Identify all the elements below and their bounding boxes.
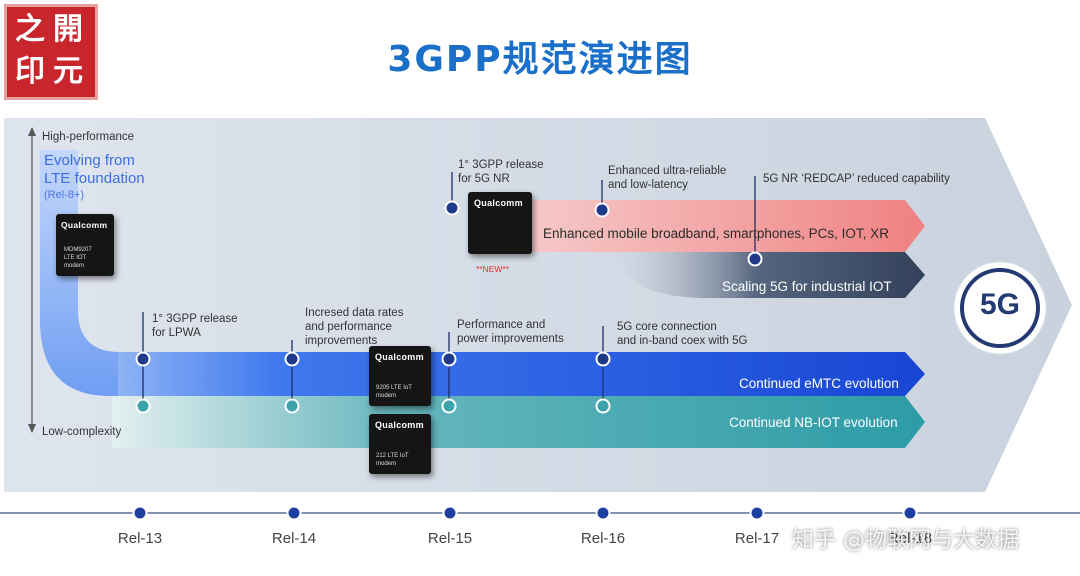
evolving-heading: Evolving from LTE foundation xyxy=(44,152,145,188)
emtc-band-arrow xyxy=(118,352,925,396)
watermark: 知乎 @物联网与大数据 xyxy=(792,528,1019,553)
chip-text: 212 LTE IoT xyxy=(376,453,409,459)
chip-text: 9205 LTE IoT xyxy=(376,385,412,391)
note-line: 5G core connection xyxy=(617,321,717,333)
chip-text: MDM9207 xyxy=(64,247,92,253)
band-industrial-label: Scaling 5G for industrial IOT xyxy=(722,279,892,294)
timeline-label: Rel-16 xyxy=(580,530,626,547)
chip-brand: Qualcomm xyxy=(61,220,108,230)
stamp-char: 元 xyxy=(53,54,83,89)
band-embb-label: Enhanced mobile broadband, smartphones, … xyxy=(543,226,889,241)
timeline-label: Rel-14 xyxy=(271,530,317,547)
axis-label-low: Low-complexity xyxy=(42,426,122,438)
note-rel16-low: 5G core connection and in-band coex with… xyxy=(617,320,747,348)
note-line: Enhanced ultra-reliable xyxy=(608,165,727,177)
note-line: 1° 3GPP release xyxy=(458,159,544,171)
note-rel17-redcap: 5G NR ‘REDCAP’ reduced capability xyxy=(763,173,950,185)
timeline-label: Rel-15 xyxy=(427,530,473,547)
band-nbiot-label: Continued NB-IOT evolution xyxy=(729,415,898,430)
chip-text: modem xyxy=(64,263,85,269)
note-rel15-nr: 1° 3GPP release for 5G NR xyxy=(458,158,544,186)
chip-5g-nr: Qualcomm xyxy=(468,192,532,254)
note-rel14: Incresed data rates and performance impr… xyxy=(305,306,403,348)
note-line: Performance and xyxy=(457,319,546,331)
chip-text: LTE IOT xyxy=(64,255,87,261)
evolving-line: LTE foundation xyxy=(44,170,145,187)
note-line: 1° 3GPP release xyxy=(152,313,238,325)
band-emtc-label: Continued eMTC evolution xyxy=(739,376,899,391)
note-rel13-lpwa: 1° 3GPP release for LPWA xyxy=(152,312,238,340)
timeline-label: Rel-17 xyxy=(734,530,780,547)
evolving-sub: (Rel-8+) xyxy=(44,189,85,201)
embb-band-arrow xyxy=(530,200,925,252)
new-tag: **NEW** xyxy=(476,264,510,274)
chip-text: modem xyxy=(376,393,397,399)
industrial-band-arrow xyxy=(620,252,925,298)
note-rel15-low: Performance and power improvements xyxy=(457,318,564,346)
note-line: for 5G NR xyxy=(458,173,510,185)
timeline-label: Rel-18 xyxy=(887,530,933,547)
axis-label-high: High-performance xyxy=(42,131,135,143)
chip-brand: Qualcomm xyxy=(375,352,424,362)
chip-9205: Qualcomm 9205 LTE IoT modem xyxy=(369,346,431,406)
chip-brand: Qualcomm xyxy=(375,420,424,430)
page-title: 3GPP规范演进图 xyxy=(387,39,693,80)
chip-brand: Qualcomm xyxy=(474,198,523,208)
stamp-char: 開 xyxy=(53,12,83,47)
badge-5g: 5G xyxy=(979,288,1021,321)
note-line: and low-latency xyxy=(608,179,688,191)
chip-text: modem xyxy=(376,461,397,467)
stamp-char: 印 xyxy=(15,54,45,89)
note-line: improvements xyxy=(305,335,378,347)
chip-mdm9207: Qualcomm MDM9207 LTE IOT modem xyxy=(56,214,114,276)
stamp-char: 之 xyxy=(15,12,45,47)
note-line: Incresed data rates xyxy=(305,307,404,319)
chip-212: Qualcomm 212 LTE IoT modem xyxy=(369,414,431,474)
nbiot-band-arrow xyxy=(112,396,925,448)
evolving-line: Evolving from xyxy=(44,152,135,169)
note-line: power improvements xyxy=(457,333,564,345)
note-line: and performance xyxy=(305,321,392,333)
note-line: for LPWA xyxy=(152,327,201,339)
note-line: and in-band coex with 5G xyxy=(617,335,748,347)
timeline-label: Rel-13 xyxy=(117,530,163,547)
seal-stamp: 之 開 印 元 xyxy=(4,4,98,100)
note-rel16-urllc: Enhanced ultra-reliable and low-latency xyxy=(608,164,726,192)
